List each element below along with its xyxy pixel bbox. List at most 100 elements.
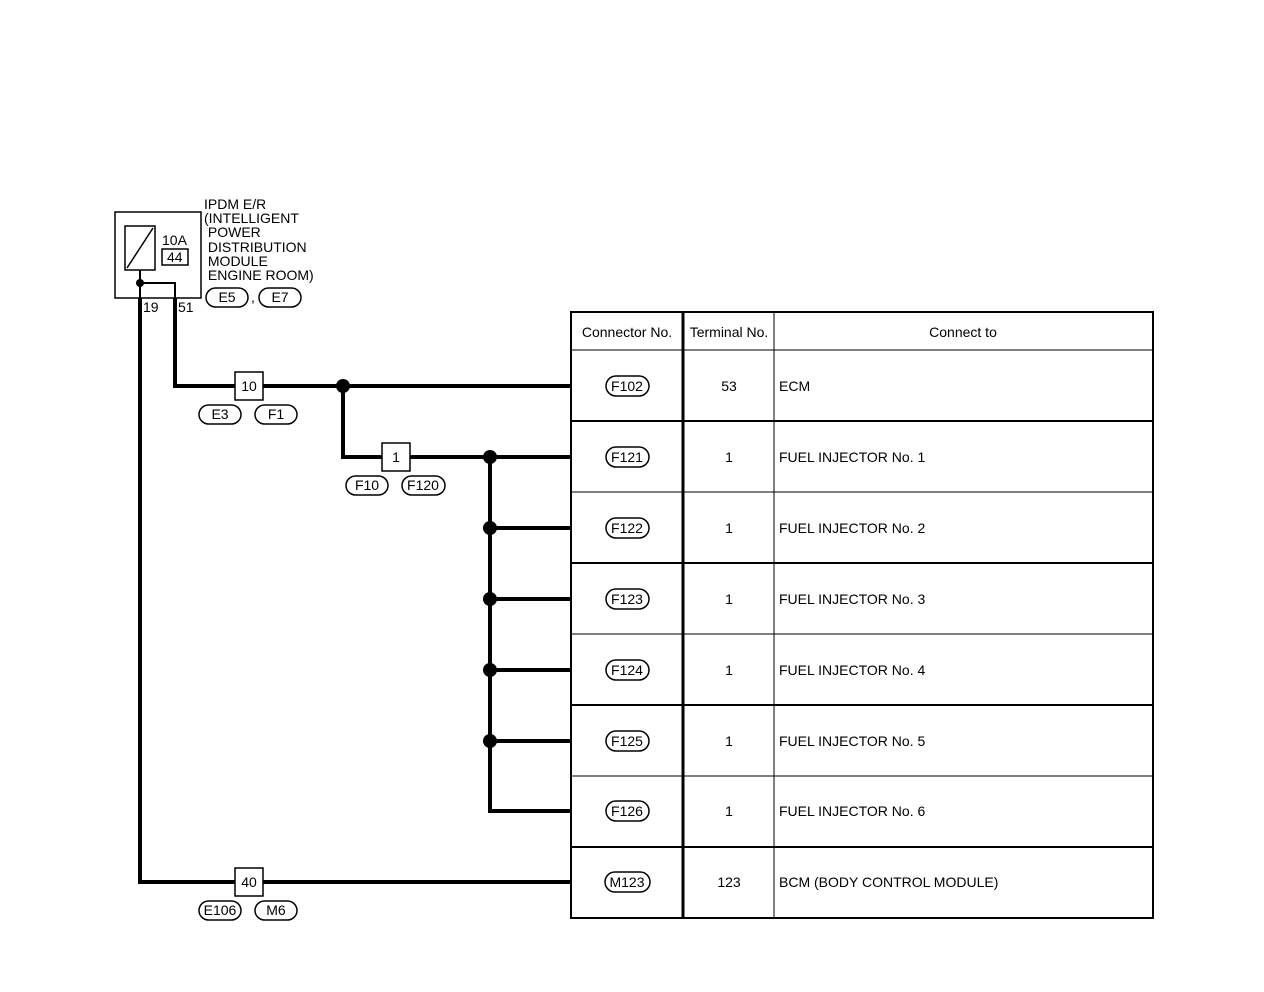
row-terminal: 1	[725, 449, 733, 465]
connector-pill-f124	[605, 659, 650, 681]
junction-dot	[483, 450, 497, 464]
row-terminal: 1	[725, 591, 733, 607]
connector-pill-m123	[604, 871, 651, 893]
connector-pill-f125	[605, 730, 650, 752]
ipdm-module: 10A 44 19 51	[114, 211, 202, 315]
header-connect-to: Connect to	[929, 324, 997, 340]
fuse-number-box	[161, 248, 189, 266]
wire-to-injector-1	[341, 386, 572, 459]
junction-dot	[483, 734, 497, 748]
junction-dot	[483, 592, 497, 606]
ipdm-internal-junction	[136, 279, 144, 287]
row-connector: F121	[611, 449, 643, 465]
junction-dot	[483, 663, 497, 677]
connector-f120-label: F120	[407, 477, 439, 493]
row-connector: F126	[611, 803, 643, 819]
row-connect-to: FUEL INJECTOR No. 4	[779, 662, 925, 678]
connector-f1-label: F1	[268, 406, 285, 422]
row-terminal: 1	[725, 733, 733, 749]
connector-pill-f120	[401, 475, 446, 496]
junction-dot	[336, 379, 350, 393]
row-connector: F122	[611, 520, 643, 536]
row-terminal: 1	[725, 662, 733, 678]
fuse-number: 44	[167, 249, 183, 265]
connector-e3-label: E3	[211, 406, 228, 422]
joint-connector-10: 10 E3 F1	[198, 371, 298, 425]
ipdm-title: IPDM E/R (INTELLIGENT POWER DISTRIBUTION…	[204, 196, 314, 283]
row-connector: F123	[611, 591, 643, 607]
connector-pill-e5	[205, 287, 249, 308]
fuse-symbol-slash	[126, 227, 154, 269]
ipdm-name-line-3: POWER	[204, 224, 261, 240]
ipdm-name-line-5: MODULE	[204, 253, 268, 269]
table-row: F123 1 FUEL INJECTOR No. 3	[605, 588, 925, 610]
connector-pill-m6	[254, 900, 298, 921]
row-connector: F125	[611, 733, 643, 749]
pin-19-label: 19	[143, 299, 159, 315]
joint-number-10: 10	[241, 378, 257, 394]
connector-e106-label: E106	[204, 902, 237, 918]
connector-pill-e7	[258, 287, 302, 308]
connector-pill-f102	[605, 375, 650, 397]
row-connect-to: FUEL INJECTOR No. 2	[779, 520, 925, 536]
table-row: F102 53 ECM	[605, 375, 810, 397]
connector-pill-f10	[345, 475, 389, 496]
row-connect-to: FUEL INJECTOR No. 6	[779, 803, 925, 819]
table-border	[570, 311, 1154, 919]
header-terminal-no: Terminal No.	[690, 324, 769, 340]
row-connector: F124	[611, 662, 643, 678]
joint-box-10	[234, 371, 264, 401]
wire-to-ecm	[173, 298, 572, 388]
row-connect-to: ECM	[779, 378, 810, 394]
ipdm-connectors: E5 , E7	[205, 287, 302, 308]
junction-dots	[336, 379, 497, 748]
table-row: F126 1 FUEL INJECTOR No. 6	[605, 800, 925, 822]
row-connector: F102	[611, 378, 643, 394]
wires	[138, 298, 572, 884]
table-row: M123 123 BCM (BODY CONTROL MODULE)	[604, 871, 998, 893]
connector-f10-label: F10	[355, 477, 379, 493]
joint-number-1: 1	[392, 449, 400, 465]
header-connector-no: Connector No.	[582, 324, 672, 340]
connector-pill-f1	[254, 404, 298, 425]
table-row: F121 1 FUEL INJECTOR No. 1	[605, 446, 925, 468]
row-connect-to: FUEL INJECTOR No. 5	[779, 733, 925, 749]
connector-e5-label: E5	[218, 289, 235, 305]
ipdm-name-line-2: (INTELLIGENT	[204, 210, 299, 226]
ipdm-name-line-1: IPDM E/R	[204, 196, 266, 212]
joint-connector-1: 1 F10 F120	[345, 442, 446, 496]
row-connect-to: BCM (BODY CONTROL MODULE)	[779, 874, 998, 890]
table-row: F125 1 FUEL INJECTOR No. 5	[605, 730, 925, 752]
fuse-rating: 10A	[162, 232, 188, 248]
connector-m6-label: M6	[266, 902, 286, 918]
ipdm-name-line-4: DISTRIBUTION	[204, 239, 307, 255]
row-terminal: 1	[725, 803, 733, 819]
row-terminal: 1	[725, 520, 733, 536]
joint-box-1	[381, 442, 411, 472]
joint-box-40	[234, 867, 264, 897]
connector-pill-f126	[605, 800, 650, 822]
connector-pill-f121	[605, 446, 650, 468]
connector-pill-f123	[605, 588, 650, 610]
row-connect-to: FUEL INJECTOR No. 3	[779, 591, 925, 607]
ipdm-internal-wire-right	[140, 282, 176, 298]
connector-pill-f122	[605, 517, 650, 539]
table-row: F122 1 FUEL INJECTOR No. 2	[605, 517, 925, 539]
connector-pill-e106	[198, 900, 242, 921]
connector-pill-e3	[198, 404, 242, 425]
connector-e7-label: E7	[271, 289, 288, 305]
pin-51-label: 51	[178, 299, 194, 315]
table-row: F124 1 FUEL INJECTOR No. 4	[605, 659, 925, 681]
row-terminal: 53	[721, 378, 737, 394]
joint-number-40: 40	[241, 874, 257, 890]
wire-to-bcm	[138, 298, 572, 884]
ipdm-name-line-6: ENGINE ROOM)	[204, 267, 314, 283]
connection-table: Connector No. Terminal No. Connect to F1…	[570, 311, 1154, 919]
row-terminal: 123	[717, 874, 741, 890]
connector-separator: ,	[251, 289, 255, 305]
row-connect-to: FUEL INJECTOR No. 1	[779, 449, 925, 465]
joint-connector-40: 40 E106 M6	[198, 867, 298, 921]
row-connector: M123	[609, 874, 644, 890]
junction-dot	[483, 521, 497, 535]
